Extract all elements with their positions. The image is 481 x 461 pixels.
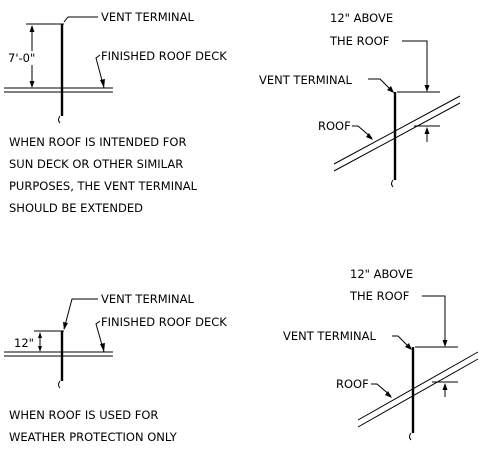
leader-vent-terminal xyxy=(368,78,394,93)
leader-vent-terminal xyxy=(63,16,98,23)
above-roof-label-line1: 12" ABOVE xyxy=(350,267,413,281)
pipe-break xyxy=(58,115,61,124)
dimension-arrow xyxy=(424,85,430,92)
roof-line xyxy=(333,102,461,172)
detail-weather-protection: 12" VENT TERMINAL FINISHED ROOF DECK WHE… xyxy=(4,292,227,444)
dimension-arrow xyxy=(38,346,42,352)
detail-sloped-roof-bottom: 12" ABOVE THE ROOF VENT TERMINAL ROOF xyxy=(283,267,479,441)
leader-arrow xyxy=(405,343,412,350)
leader-vent-terminal xyxy=(63,298,98,330)
leader-arrow xyxy=(100,343,105,352)
leader-above-roof xyxy=(422,295,446,345)
leader-arrow xyxy=(385,391,392,398)
pipe-break xyxy=(391,179,394,188)
note-line: WEATHER PROTECTION ONLY xyxy=(9,430,178,444)
leader-roof xyxy=(352,125,373,139)
note-line: SHOULD BE EXTENDED xyxy=(9,201,143,215)
vent-terminal-label: VENT TERMINAL xyxy=(259,73,352,87)
above-roof-label-line2: THE ROOF xyxy=(329,34,389,48)
dimension-label: 7'-0" xyxy=(8,51,35,65)
roof-line xyxy=(357,351,479,421)
dimension-arrow xyxy=(424,127,430,134)
leader-arrow xyxy=(100,79,105,88)
leader-arrow xyxy=(387,86,394,93)
note-line: PURPOSES, THE VENT TERMINAL xyxy=(9,179,198,193)
vent-terminal-label: VENT TERMINAL xyxy=(283,329,376,343)
leader-roof-deck xyxy=(95,54,105,89)
dimension-label: 12" xyxy=(14,336,34,350)
above-roof-label-line1: 12" ABOVE xyxy=(330,11,393,25)
dimension-label-bg xyxy=(6,51,48,65)
pipe-break xyxy=(58,380,61,389)
detail-sun-deck: 7'-0" VENT TERMINAL FINISHED ROOF DECK W… xyxy=(4,10,227,215)
roof-label: ROOF xyxy=(336,377,369,391)
leader-arrow xyxy=(366,133,373,140)
roof-line xyxy=(333,95,461,165)
leader-roof xyxy=(371,383,392,397)
note-line: WHEN ROOF IS INTENDED FOR xyxy=(9,135,186,149)
dimension-arrow xyxy=(29,81,35,88)
pipe-break xyxy=(409,432,412,441)
vent-terminal-label: VENT TERMINAL xyxy=(101,10,194,24)
dimension-arrow xyxy=(29,25,35,32)
dimension-arrow xyxy=(38,332,42,338)
dimension-arrow xyxy=(442,340,448,347)
note-line: WHEN ROOF IS USED FOR xyxy=(9,408,158,422)
vent-terminal-label: VENT TERMINAL xyxy=(101,292,194,306)
detail-sloped-roof-top: 12" ABOVE THE ROOF VENT TERMINAL ROOF xyxy=(259,11,461,188)
note-line: SUN DECK OR OTHER SIMILAR xyxy=(9,157,183,171)
roof-line xyxy=(357,358,479,428)
leader-arrow xyxy=(63,322,68,330)
leader-vent-terminal xyxy=(392,335,412,350)
leader-roof-deck xyxy=(95,320,105,353)
roof-label: ROOF xyxy=(318,119,351,133)
dimension-arrow xyxy=(442,383,448,390)
above-roof-label-line2: THE ROOF xyxy=(349,289,409,303)
leader-above-roof xyxy=(402,40,428,90)
roof-deck-label: FINISHED ROOF DECK xyxy=(101,49,227,63)
roof-deck-label: FINISHED ROOF DECK xyxy=(101,315,227,329)
